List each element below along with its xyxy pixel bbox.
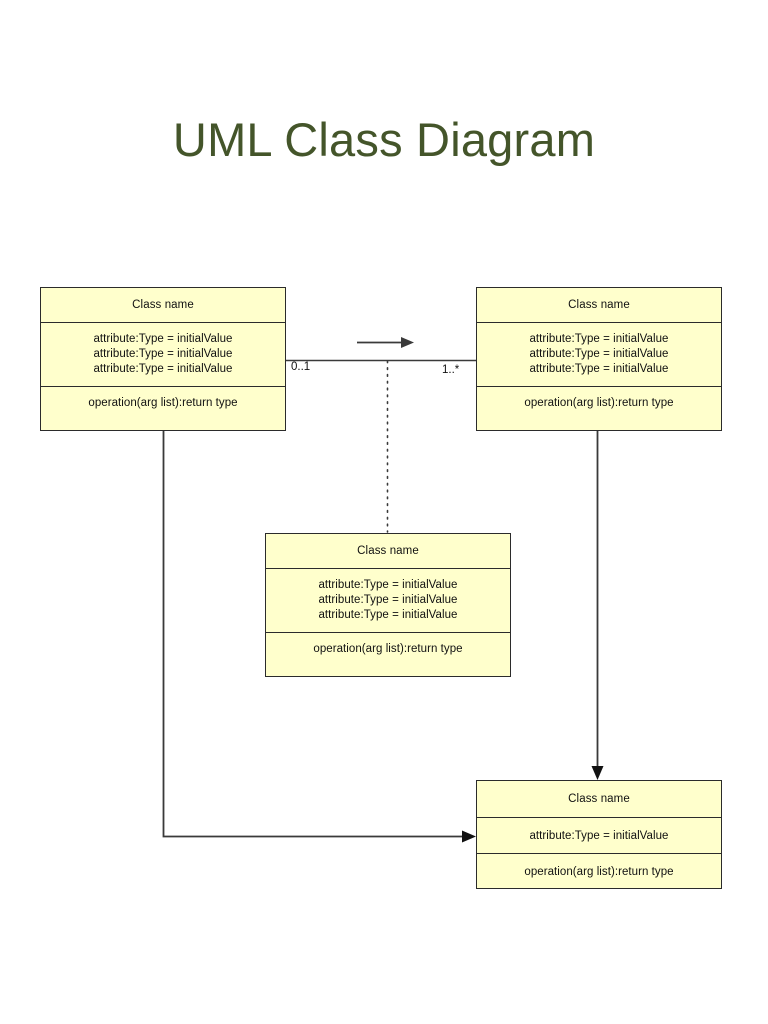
class-box-middle[interactable]: Class name attribute:Type = initialValue… (265, 533, 511, 677)
class-box-top-right[interactable]: Class name attribute:Type = initialValue… (476, 287, 722, 431)
attribute-row: attribute:Type = initialValue (93, 363, 233, 375)
class-operations-compartment: operation(arg list):return type (477, 386, 721, 419)
class-attributes-compartment: attribute:Type = initialValue attribute:… (266, 568, 510, 632)
attribute-row: attribute:Type = initialValue (318, 594, 458, 606)
class-attributes-compartment: attribute:Type = initialValue attribute:… (41, 322, 285, 386)
class-box-bottom-right[interactable]: Class name attribute:Type = initialValue… (476, 780, 722, 889)
association-arrow-head-left (462, 830, 476, 843)
class-name-compartment: Class name (357, 545, 419, 557)
class-name-compartment: Class name (568, 793, 630, 805)
page-title: UML Class Diagram (172, 113, 596, 166)
class-box-top-left[interactable]: Class name attribute:Type = initialValue… (40, 287, 286, 431)
class-attributes-compartment: attribute:Type = initialValue attribute:… (477, 322, 721, 386)
attribute-row: attribute:Type = initialValue (529, 348, 669, 360)
navigability-arrow-head (401, 337, 414, 348)
association-arrow-head-top (591, 766, 604, 780)
attribute-row: attribute:Type = initialValue (318, 609, 458, 621)
class-operations-compartment: operation(arg list):return type (41, 386, 285, 419)
class-operations-compartment: operation(arg list):return type (477, 853, 721, 889)
class-name-compartment: Class name (568, 299, 630, 311)
attribute-row: attribute:Type = initialValue (93, 333, 233, 345)
multiplicity-label-target: 1..* (442, 364, 460, 376)
class-name-compartment: Class name (132, 299, 194, 311)
class-attributes-compartment: attribute:Type = initialValue (477, 817, 721, 853)
class-operations-compartment: operation(arg list):return type (266, 632, 510, 665)
attribute-row: attribute:Type = initialValue (318, 579, 458, 591)
attribute-row: attribute:Type = initialValue (93, 348, 233, 360)
multiplicity-label-source: 0..1 (291, 361, 311, 373)
attribute-row: attribute:Type = initialValue (529, 333, 669, 345)
attribute-row: attribute:Type = initialValue (529, 363, 669, 375)
attribute-row: attribute:Type = initialValue (529, 830, 669, 842)
